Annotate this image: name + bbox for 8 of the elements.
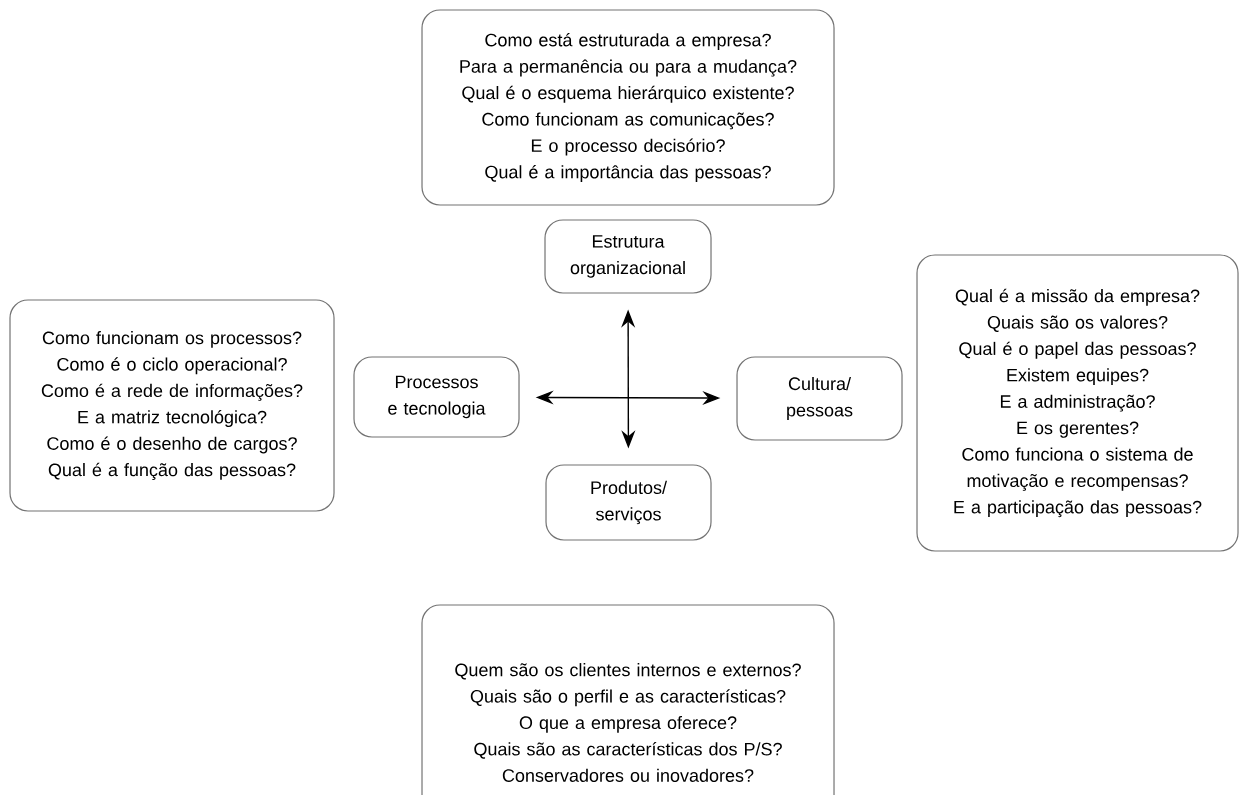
question-box: Como está estruturada a empresa? Para a permanência ou para a mudança? Qual é o esquema hierárquico existente? Como funcionam as comunicações? E o processo decisório? Qual é a importância das pessoas? bbox=[421, 9, 835, 206]
question-box: Quem são os clientes internos e externos? Quais são o perfil e as características? O que a empresa oferece? Quais são as características dos P/S? Conservadores ou inovadores? bbox=[421, 604, 835, 795]
question-box: Como funcionam os processos? Como é o ciclo operacional? Como é a rede de informações? E a matriz tecnológica? Como é o desenho de cargos? Qual é a função das pessoas? bbox=[9, 299, 335, 512]
topic-box: Cultura/ pessoas bbox=[736, 356, 903, 441]
topic-box: Produtos/ serviços bbox=[545, 464, 712, 541]
topic-box: Processos e tecnologia bbox=[353, 356, 520, 438]
question-box: Qual é a missão da empresa? Quais são os valores? Qual é o papel das pessoas? Existem equipes? E a administração? E os gerentes? Como funciona o sistema de motivação e recompensas? E a participação das pessoas? bbox=[916, 254, 1239, 552]
topic-box: Estrutura organizacional bbox=[544, 219, 712, 294]
